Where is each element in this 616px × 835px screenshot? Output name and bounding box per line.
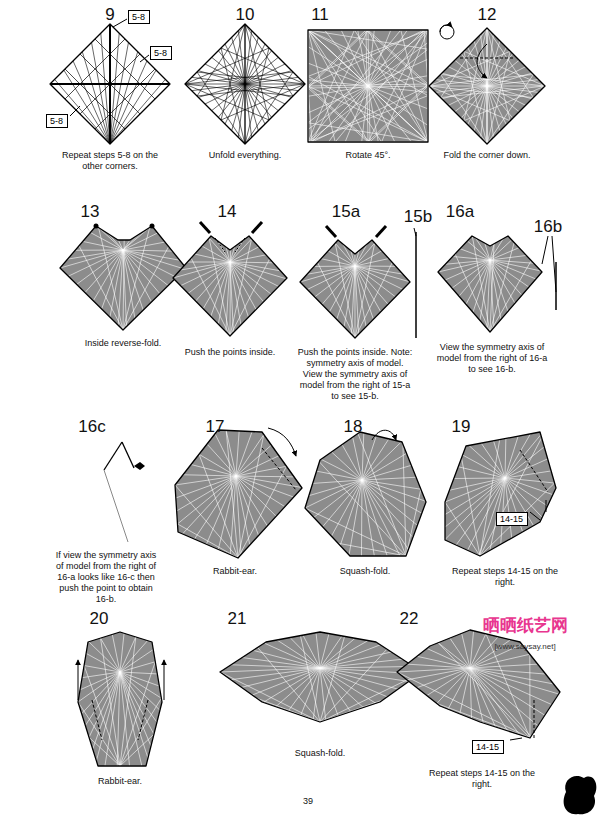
leader-line — [113, 19, 127, 27]
step-caption: Rabbit-ear. — [80, 776, 160, 787]
step-number: 17 — [200, 418, 230, 436]
step-number: 15a — [326, 203, 366, 221]
step-caption: Squash-fold. — [325, 566, 405, 577]
step-caption: Unfold everything. — [195, 150, 295, 161]
push-arrow — [326, 226, 336, 237]
step-caption: Push the points inside. — [175, 347, 285, 358]
step-number: 20 — [84, 610, 114, 628]
axis-view — [104, 442, 122, 470]
point-mark — [94, 224, 99, 229]
step-reference: 5-8 — [154, 47, 168, 59]
leader-line — [546, 500, 547, 512]
fold-figure — [220, 632, 422, 722]
fold-line — [138, 700, 148, 740]
fold-arrow — [164, 660, 165, 700]
fold-figure — [300, 240, 410, 338]
fold-line — [92, 700, 102, 740]
step-caption: Fold the corner down. — [432, 150, 542, 161]
push-arrow — [252, 222, 262, 233]
fold-arrow — [78, 660, 79, 700]
fold-line — [262, 448, 296, 490]
fold-arrow — [440, 25, 452, 32]
leader-line — [510, 738, 522, 740]
leader-line — [542, 236, 548, 264]
fold-figure — [308, 30, 428, 142]
step-caption: View the symmetry axis of model from the… — [432, 342, 552, 375]
axis-view — [104, 470, 128, 542]
page-number: 39 — [290, 796, 326, 807]
fold-line — [215, 238, 225, 252]
watermark: [www.saysay.net] — [470, 642, 580, 652]
fold-figure — [438, 236, 542, 332]
step-caption: If view the symmetry axis of model from … — [52, 550, 160, 605]
fold-arrow — [372, 430, 396, 440]
fold-arrow — [268, 428, 296, 456]
fold-figure — [78, 632, 162, 766]
fold-line — [460, 57, 514, 58]
step-number: 18 — [338, 418, 368, 436]
step-reference: 5-8 — [132, 11, 146, 23]
rotate-symbol — [440, 25, 454, 39]
step-caption: Repeat steps 14-15 on the right. — [450, 566, 560, 588]
fold-figure — [50, 24, 170, 144]
fold-figure — [173, 236, 287, 336]
fold-figure — [305, 432, 426, 556]
step-reference-box: 5-8 — [150, 46, 172, 60]
step-reference-box: 5-8 — [128, 10, 150, 24]
leader-line — [70, 106, 80, 116]
watermark: 晒晒纸艺网 — [460, 616, 590, 635]
fold-arrow — [477, 44, 487, 78]
step-number: 22 — [394, 610, 424, 628]
push-arrow — [376, 226, 386, 237]
push-arrow — [200, 222, 210, 233]
step-caption: Squash-fold. — [280, 748, 360, 759]
fold-figure — [60, 226, 186, 330]
step-number: 14 — [212, 203, 242, 221]
step-number: 15b — [398, 208, 438, 226]
step-number: 21 — [222, 610, 252, 628]
step-number: 9 — [95, 6, 125, 24]
step-number: 13 — [75, 203, 105, 221]
fold-line — [520, 450, 548, 492]
axis-view — [415, 232, 417, 338]
fold-line — [235, 238, 245, 252]
step-caption: Repeat steps 14-15 on the right. — [422, 768, 542, 790]
step-reference: 14-15 — [476, 741, 500, 753]
leader-line — [414, 228, 416, 236]
axis-view — [555, 262, 557, 310]
step-number: 19 — [446, 418, 476, 436]
fold-figure — [445, 432, 556, 556]
step-caption: Rotate 45°. — [318, 150, 418, 161]
step-caption: Rabbit-ear. — [195, 566, 275, 577]
fold-figure — [429, 28, 545, 144]
step-reference-box: 5-8 — [46, 114, 68, 128]
step-number: 16c — [72, 418, 112, 436]
leader-line — [140, 55, 149, 62]
point-mark — [150, 224, 155, 229]
step-reference-box: 14-15 — [472, 740, 504, 754]
leader-line — [530, 512, 540, 520]
fold-line — [534, 700, 535, 738]
step-reference: 14-15 — [500, 513, 524, 525]
step-reference-box: 14-15 — [496, 512, 528, 526]
step-reference: 5-8 — [50, 115, 64, 127]
step-number: 11 — [305, 6, 335, 24]
fold-figure — [175, 430, 302, 558]
step-number: 16a — [440, 203, 480, 221]
step-caption: Inside reverse-fold. — [68, 338, 178, 349]
step-caption: Push the points inside. Note: symmetry a… — [296, 347, 414, 402]
push-arrow — [134, 462, 145, 470]
step-caption: Repeat steps 5-8 on the other corners. — [52, 150, 168, 172]
step-number: 16b — [528, 218, 568, 236]
step-number: 10 — [230, 6, 260, 24]
step-number: 12 — [472, 6, 502, 24]
fold-figure — [185, 24, 305, 144]
axis-view — [122, 442, 134, 468]
corner-icon — [564, 776, 597, 814]
